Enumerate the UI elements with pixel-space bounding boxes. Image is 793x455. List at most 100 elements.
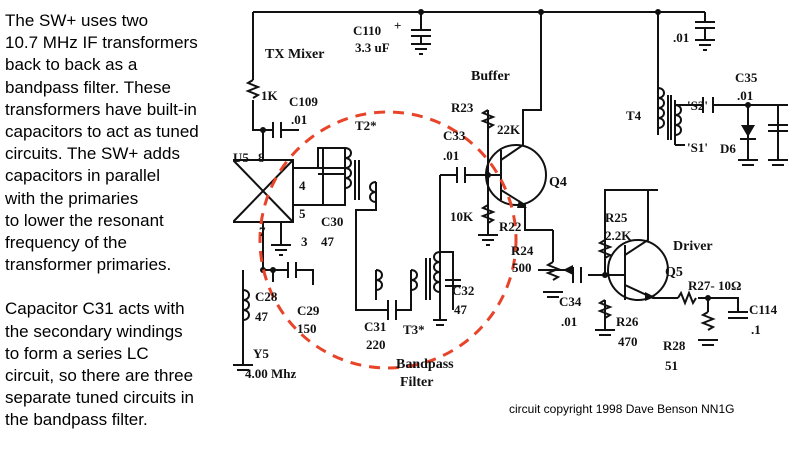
capacitor-c30 [318, 167, 345, 175]
copyright-notice: circuit copyright 1998 Dave Benson NN1G [509, 402, 735, 416]
text-line: to form a series LC [5, 343, 149, 363]
label-filter: Filter [400, 375, 433, 390]
label-r25-value: 2.2K [605, 228, 632, 243]
label-r26: R26 [616, 314, 639, 329]
resistor-r28 [700, 311, 716, 331]
capacitor-c35 [702, 97, 714, 113]
resistor-10k [480, 204, 496, 224]
label-c114: C114 [749, 302, 778, 317]
label-s2: 'S2' [687, 98, 708, 113]
ground-icon [478, 234, 498, 246]
resistor-r24 [545, 261, 561, 281]
capacitor-c109 [272, 122, 282, 138]
ground-icon [595, 329, 615, 336]
capacitor-top-01 [695, 21, 715, 40]
label-d6: D6 [720, 141, 736, 156]
t4-primary-coil [657, 87, 665, 129]
t3-core [425, 258, 431, 300]
label-t3: T3* [403, 322, 425, 337]
resistor-r26 [597, 299, 613, 319]
diode-d6 [741, 125, 755, 137]
label-c33-value: .01 [443, 148, 459, 163]
capacitor-c33 [456, 167, 466, 183]
label-c29-value: 150 [297, 321, 317, 336]
text-line: with the primaries [5, 188, 139, 208]
text-line: to lower the resonant [5, 210, 164, 230]
r24-wiper-arrow [563, 265, 573, 275]
component-labels: TX Mixer Buffer Driver Bandpass Filter C… [233, 18, 778, 390]
label-pin-7: 7 [259, 224, 266, 239]
t4-secondary-coil [674, 104, 682, 136]
t3-link [410, 269, 418, 291]
paragraph-gap [5, 276, 230, 298]
label-r25: R25 [605, 210, 628, 225]
text-line: The SW+ uses two [5, 11, 149, 30]
label-t4: T4 [626, 108, 642, 123]
label-c109-value: .01 [291, 112, 307, 127]
text-line: the secondary windings [5, 321, 183, 341]
text-line: circuit, so there are three [5, 366, 194, 386]
label-c28-value: 47 [255, 309, 269, 324]
junction-dot [485, 172, 491, 178]
capacitor-c110 [411, 29, 431, 44]
label-pin-4: 4 [299, 178, 306, 193]
t2-secondary-coil [369, 181, 377, 203]
label-u5: U5 [233, 150, 249, 165]
label-r22: R22 [499, 219, 521, 234]
junction-dot [260, 127, 266, 133]
label-q5: Q5 [665, 265, 683, 280]
resistor-1k [245, 79, 261, 99]
capacitors [272, 21, 788, 320]
bandpass-highlight-circle [258, 110, 518, 370]
q4-emitter-arrow [517, 200, 527, 208]
description-text: The SW+ uses two 10.7 MHz IF transformer… [5, 10, 230, 432]
q5-emitter-arrow [645, 292, 655, 301]
ground-icon [698, 339, 718, 346]
junction-dots [260, 9, 751, 301]
text-line: transformers have built-in [5, 99, 197, 119]
ground-icon [233, 364, 253, 371]
ground-icon [695, 39, 715, 51]
label-tx-mixer: TX Mixer [265, 47, 324, 62]
label-c32-value: 47 [454, 302, 468, 317]
label-r23-value: 22K [497, 122, 521, 137]
label-c35-value: .01 [737, 88, 753, 103]
label-pin-3: 3 [301, 234, 308, 249]
t4-core [667, 95, 672, 140]
ground-icon [411, 43, 431, 55]
label-top-cap-value: .01 [673, 30, 689, 45]
label-10k: 10K [450, 209, 474, 224]
label-y5: Y5 [253, 346, 269, 361]
text-line: capacitors in parallel [5, 166, 160, 186]
t3-secondary-coil [375, 269, 383, 291]
label-c29: C29 [297, 303, 320, 318]
ground-icon [543, 291, 563, 298]
text-line: the bandpass filter. [5, 410, 148, 430]
inductors [242, 87, 682, 321]
junction-dot [655, 9, 661, 15]
resistors [245, 79, 716, 331]
ground-icon [738, 159, 758, 166]
label-r24: R24 [511, 243, 534, 258]
label-driver: Driver [673, 239, 713, 254]
label-c114-value: .1 [751, 322, 761, 337]
label-c110-plus: + [394, 18, 401, 33]
label-c110-value: 3.3 uF [355, 40, 390, 55]
label-c33: C33 [443, 128, 466, 143]
resistor-r27 [677, 290, 697, 306]
label-q4: Q4 [549, 175, 567, 190]
label-c28: C28 [255, 289, 278, 304]
junction-dot [270, 267, 276, 273]
label-c110: C110 [353, 23, 381, 38]
junction-dot [705, 295, 711, 301]
text-line: frequency of the [5, 233, 127, 253]
text-line: Capacitor C31 acts with [5, 299, 185, 319]
label-c31-value: 220 [366, 337, 386, 352]
junction-dot [745, 102, 751, 108]
label-t2: T2* [355, 118, 377, 133]
junction-dot [418, 9, 424, 15]
text-line: circuits. The SW+ adds [5, 144, 180, 164]
t2-core [354, 160, 360, 200]
label-c35: C35 [735, 70, 758, 85]
label-c31: C31 [364, 319, 386, 334]
